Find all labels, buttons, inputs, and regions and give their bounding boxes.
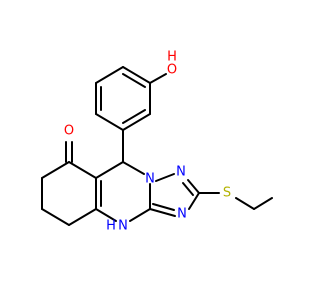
bond [129, 208, 151, 222]
double-bond-inner [122, 73, 146, 88]
atom-o-ketone: O [64, 124, 74, 139]
bond-ch2-ch3 [253, 197, 273, 210]
atom-n-triazole-top: N [176, 165, 186, 180]
bond [41, 161, 70, 179]
pyrimidine-ring [95, 161, 151, 222]
atom-n-bridge: N [145, 172, 155, 187]
atom-s-thioether: S [223, 186, 231, 201]
atom-h-amine: H [106, 219, 116, 234]
molecule-diagram: O H O S N N N N H [41, 49, 273, 234]
double-bond-inner [182, 182, 194, 196]
bond [68, 161, 97, 179]
bond [95, 66, 124, 84]
bond [41, 208, 70, 226]
bond [68, 208, 97, 226]
atom-o-hydroxyl: O [167, 63, 177, 78]
bond [95, 161, 124, 179]
bond [122, 161, 145, 175]
cyclohexanone-ring [41, 161, 97, 226]
bond [155, 173, 175, 182]
bond [187, 179, 200, 194]
triazole-ring [149, 173, 200, 217]
bond-c-oh [149, 73, 167, 84]
bond [95, 208, 117, 222]
bond [122, 66, 151, 84]
double-bond-inner [122, 109, 146, 124]
structure-svg: O H O S N N N N H [41, 50, 273, 234]
atom-h-hydroxyl: H [167, 50, 177, 65]
bond-s-ch2 [235, 197, 255, 210]
phenol-ring [95, 66, 151, 131]
bond [188, 192, 200, 210]
atom-n-triazole-bottom: N [177, 207, 187, 222]
bond [95, 113, 124, 131]
atom-n-amine: N [118, 219, 128, 234]
double-bond-inner [152, 203, 175, 211]
bond [149, 208, 176, 217]
bond [122, 113, 151, 131]
